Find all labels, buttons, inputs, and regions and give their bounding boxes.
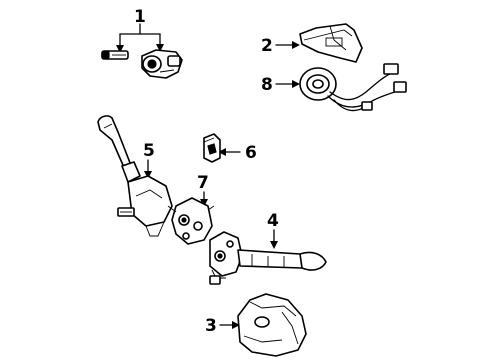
- callout-5-group: 5: [143, 141, 155, 179]
- callout-8-label: 8: [261, 75, 273, 95]
- arrow-5: [144, 171, 152, 179]
- arrow-7: [200, 199, 208, 207]
- callout-6-label: 6: [245, 143, 257, 163]
- callout-7-group: 7: [197, 173, 209, 207]
- callout-7-label: 7: [197, 173, 209, 193]
- arrow-1b: [156, 44, 164, 52]
- arrow-2: [292, 41, 300, 49]
- lower-shroud: [237, 293, 307, 357]
- callout-2-group: 2: [261, 36, 300, 56]
- arrow-1a: [116, 45, 124, 53]
- callout-3-label: 3: [205, 316, 217, 336]
- upper-shroud: [299, 23, 363, 63]
- lock-cylinder: [141, 49, 183, 79]
- callout-2-label: 2: [261, 36, 273, 56]
- leader-1a: [119, 23, 141, 47]
- arrow-3: [232, 321, 240, 329]
- arrow-4: [270, 241, 278, 249]
- callout-4-group: 4: [267, 211, 279, 249]
- callout-1-group: 1: [116, 7, 164, 53]
- arrow-6: [218, 148, 226, 156]
- callout-3-group: 3: [205, 316, 240, 336]
- arrow-8: [292, 80, 300, 88]
- callout-4-label: 4: [267, 211, 279, 231]
- callout-8-group: 8: [261, 75, 300, 95]
- clockspring: [299, 63, 407, 112]
- callout-5-label: 5: [143, 141, 155, 161]
- multifunction-switch-left: [97, 115, 173, 237]
- callout-1-label: 1: [134, 7, 146, 27]
- switch-housing: [167, 197, 215, 245]
- callout-6-group: 6: [218, 143, 257, 163]
- multifunction-switch-right: [209, 231, 327, 285]
- ignition-key: [101, 50, 129, 60]
- switch-module: [203, 133, 221, 163]
- leader-1b: [139, 33, 161, 45]
